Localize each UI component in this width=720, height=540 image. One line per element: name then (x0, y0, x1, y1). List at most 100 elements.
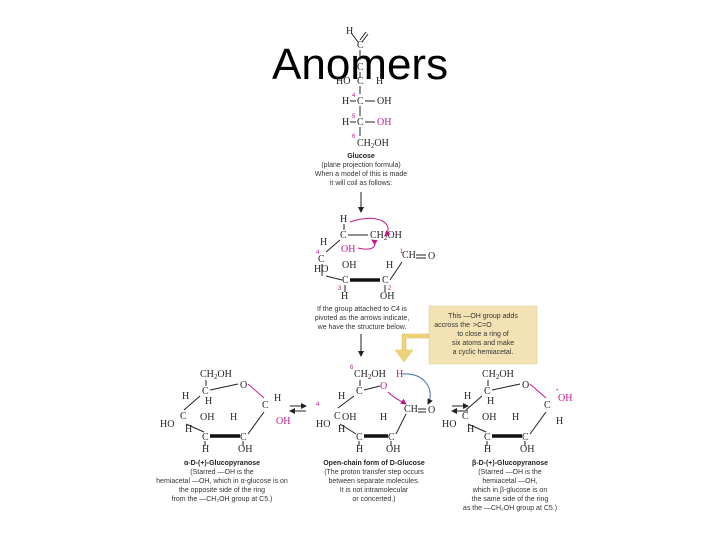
svg-text:O: O (428, 405, 435, 416)
svg-text:C: C (357, 76, 364, 87)
svg-text:OH: OH (341, 244, 355, 255)
svg-text:H: H (340, 214, 347, 225)
svg-text:HO: HO (442, 419, 456, 430)
svg-text:H: H (376, 76, 383, 87)
svg-text:C: C (318, 254, 325, 265)
svg-text:H: H (487, 396, 494, 407)
svg-text:C: C (382, 275, 389, 286)
svg-text:5: 5 (352, 114, 356, 120)
callout-line: accross the (434, 322, 470, 329)
svg-text:H: H (185, 424, 192, 435)
svg-text:C: C (340, 230, 347, 241)
beta-caption-line: the same side of the ring (472, 496, 549, 503)
glucose-caption-line: (plane projection formula) (321, 162, 400, 169)
svg-text:OH: OH (342, 260, 356, 271)
callout-box: This —OH group adds accross the >C=O to … (394, 305, 538, 365)
svg-text:HO: HO (160, 419, 174, 430)
svg-text:H: H (205, 396, 212, 407)
svg-text:OH: OH (386, 444, 400, 455)
glucose-caption-line: When a model of this is made (315, 171, 407, 178)
alpha-caption-line: from the —CH₂OH group at C5.) (172, 496, 273, 503)
svg-text:O: O (240, 380, 247, 391)
svg-text:CH: CH (404, 404, 418, 415)
svg-text:>C=O: >C=O (473, 322, 492, 329)
svg-text:OH: OH (377, 117, 391, 128)
svg-text:C: C (522, 432, 529, 443)
svg-text:4: 4 (316, 250, 320, 256)
callout-line: a cyclic hemiacetal. (453, 349, 514, 356)
callout-line: to close a ring of (457, 331, 508, 338)
svg-text:H: H (346, 26, 353, 37)
svg-text:1: 1 (400, 249, 404, 255)
open-chain-structure: 6 CH2OH C O H H 4 C HO OH H CH O H C C (316, 365, 435, 455)
svg-text:C: C (462, 411, 469, 422)
alpha-caption-title: α-D-(+)-Glucopyranose (184, 460, 260, 467)
svg-text:H: H (356, 444, 363, 455)
svg-text:2: 2 (388, 286, 392, 292)
svg-text:C: C (202, 432, 209, 443)
svg-text:C: C (357, 96, 364, 107)
open-caption-line: between separate molecules. (328, 478, 419, 485)
svg-text:4: 4 (352, 93, 356, 99)
svg-text:H: H (380, 412, 387, 423)
svg-text:H: H (320, 237, 327, 248)
svg-text:H: H (338, 424, 345, 435)
pivot-text-line: pivoted as the arrows indicate, (315, 315, 410, 322)
svg-text:C: C (180, 411, 187, 422)
svg-text:C: C (357, 117, 364, 128)
open-caption-title: Open-chain form of D-Glucose (323, 460, 425, 467)
svg-text:C: C (240, 432, 247, 443)
svg-text:C: C (484, 386, 491, 397)
glucose-caption-line: it will coil as follows: (330, 180, 392, 187)
svg-text:OH: OH (380, 291, 394, 302)
svg-text:C: C (356, 386, 363, 397)
svg-text:HO: HO (316, 419, 330, 430)
svg-text:CH2OH: CH2OH (357, 138, 389, 150)
beta-ring-structure: CH2OH C O H C H C OH * HO OH H H H C C H (442, 369, 572, 455)
svg-text:CH2OH: CH2OH (354, 369, 386, 381)
open-chain-caption: Open-chain form of D-Glucose (The proton… (323, 460, 425, 503)
alpha-caption-line: hemiacetal —OH, which in α-glucose is on (156, 478, 288, 485)
svg-text:C: C (357, 40, 364, 51)
svg-text:H: H (338, 391, 345, 402)
open-caption-line: or concerted.) (352, 496, 395, 503)
alpha-caption-line: (Starred —OH is the (190, 469, 254, 476)
callout-line: This —OH group adds (448, 313, 518, 320)
svg-text:CH2OH: CH2OH (200, 369, 232, 381)
svg-text:H: H (464, 391, 471, 402)
coiled-chain: H C CH2OH H OH 4 C HO OH H CH 1 O C C 3 … (314, 214, 435, 302)
svg-text:3: 3 (338, 286, 342, 292)
svg-text:H: H (182, 391, 189, 402)
svg-text:OH: OH (276, 416, 290, 427)
svg-text:C: C (262, 400, 269, 411)
beta-caption: β-D-(+)-Glucopyranose (Starred —OH is th… (463, 460, 557, 512)
open-caption-line: (The proton transfer step occurs (324, 469, 424, 476)
svg-text:4: 4 (316, 402, 320, 408)
svg-text:CH2OH: CH2OH (482, 369, 514, 381)
beta-caption-line: hemiacetal —OH, (482, 478, 537, 485)
svg-text:OH: OH (377, 96, 391, 107)
equilibrium-arrows-right (451, 403, 469, 414)
svg-text:H: H (467, 424, 474, 435)
svg-text:C: C (334, 411, 341, 422)
svg-text:6: 6 (350, 365, 354, 371)
beta-caption-title: β-D-(+)-Glucopyranose (472, 460, 548, 467)
svg-text:O: O (380, 381, 387, 392)
equilibrium-arrows-left (289, 403, 307, 414)
svg-text:OH: OH (200, 412, 214, 423)
pivot-text-line: we have the structure below. (317, 324, 407, 331)
svg-text:CH2OH: CH2OH (370, 230, 402, 242)
svg-text:OH: OH (558, 393, 572, 404)
slide-title: Anomers (272, 40, 449, 89)
callout-line: six atoms and make (452, 340, 514, 347)
svg-text:HO: HO (314, 264, 328, 275)
glucose-caption-title: Glucose (347, 153, 375, 160)
svg-text:OH: OH (342, 412, 356, 423)
svg-text:O: O (428, 251, 435, 262)
svg-text:OH: OH (238, 444, 252, 455)
svg-text:H: H (202, 444, 209, 455)
svg-text:H: H (342, 117, 349, 128)
svg-text:H: H (386, 260, 393, 271)
alpha-ring-structure: CH2OH C O H C H C H HO OH H OH H C C H O… (160, 369, 290, 455)
